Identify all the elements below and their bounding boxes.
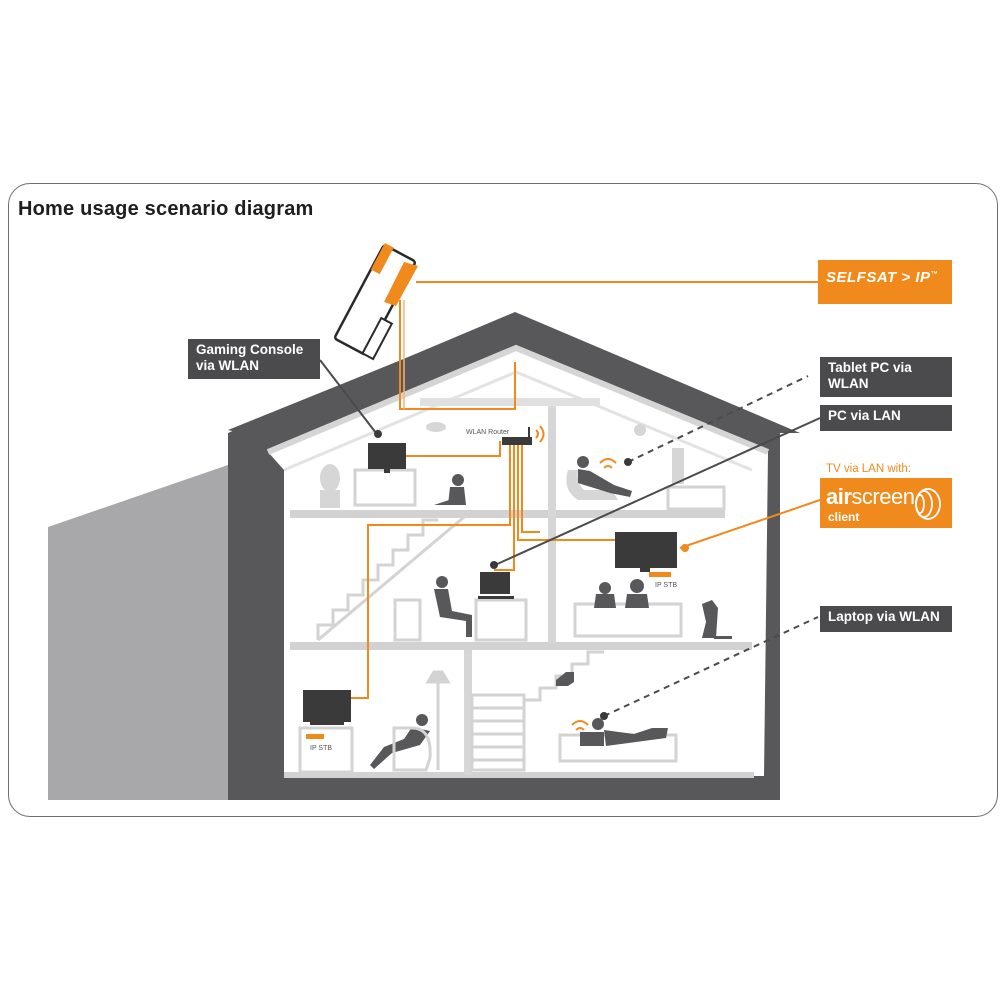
laptop-person (580, 718, 668, 746)
antenna-orange-panel (384, 262, 418, 306)
center-column (548, 398, 556, 643)
selfsat-logo-text: SELFSAT > IP™ (826, 269, 938, 286)
roof-left (228, 314, 515, 440)
ip-stb-text-top: IP STB (655, 582, 677, 589)
connection-lines (351, 281, 821, 699)
floor-upper (290, 510, 725, 518)
airscreen-waves-icon (915, 488, 941, 520)
wlan-router (502, 427, 532, 445)
airscreen-logo-text: airscreen (826, 484, 915, 509)
pc-monitor (478, 572, 514, 599)
laptop-connector-dot (600, 712, 608, 720)
couple (594, 579, 649, 608)
lamp-ground (425, 670, 451, 770)
tv-ground-left (303, 690, 351, 725)
label-gaming-console: Gaming Console via WLAN (188, 339, 320, 379)
dog (702, 600, 732, 639)
pc-connector-dot (490, 561, 498, 569)
staircase-upper (316, 510, 471, 642)
floor-ground (284, 772, 754, 778)
house-side-shadow (48, 465, 228, 800)
label-tablet-pc: Tablet PC via WLAN (820, 357, 952, 397)
label-tv-lan: TV via LAN with: (826, 463, 911, 475)
pc-desk (393, 598, 528, 642)
label-airscreen: airscreen client (820, 478, 952, 528)
gaming-connector-dot (374, 430, 382, 438)
tablet-person (577, 456, 632, 497)
tv-middle-right (615, 532, 677, 572)
label-selfsat: SELFSAT > IP™ (818, 260, 952, 304)
ip-stb-text-bottom: IP STB (310, 745, 332, 752)
label-laptop: Laptop via WLAN (820, 606, 952, 632)
label-pc-lan: PC via LAN (820, 405, 952, 431)
cat (556, 672, 574, 686)
upper-right-room (426, 422, 726, 511)
ip-stb-box-bottom (306, 734, 324, 739)
satellite-antenna (334, 242, 416, 361)
tv-connector-dot (681, 544, 689, 552)
ceiling-line (266, 344, 770, 455)
pointer-lines (319, 359, 821, 717)
wlan-router-text: WLAN Router (466, 429, 510, 436)
gamer-person (434, 474, 466, 505)
relaxing-person (370, 714, 430, 769)
floor-middle (290, 642, 752, 650)
tablet-connector-dot (624, 458, 632, 466)
wifi-icon-tablet (599, 458, 617, 469)
diagram-title: Home usage scenario diagram (18, 198, 314, 220)
ip-stb-box-top (649, 572, 671, 577)
wifi-icon-router (535, 425, 545, 443)
airscreen-client-text: client (828, 510, 860, 524)
tv-upper-left (368, 443, 406, 473)
wifi-icon-laptop (571, 720, 589, 731)
pc-person (434, 576, 472, 637)
